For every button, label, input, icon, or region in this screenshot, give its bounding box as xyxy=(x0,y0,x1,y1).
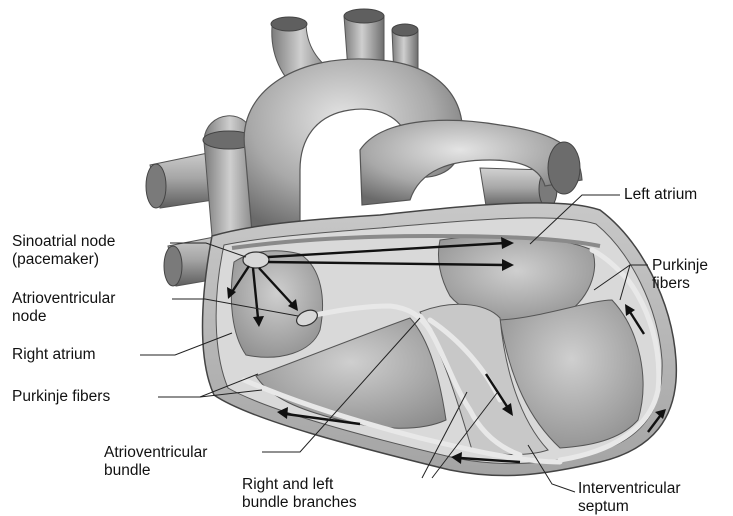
label-purkinje-fibers-right-line1: Purkinje xyxy=(652,257,708,275)
sinoatrial-node xyxy=(243,252,269,268)
label-atrioventricular-bundle-line2: bundle xyxy=(104,462,207,480)
label-purkinje-fibers-right: Purkinje fibers xyxy=(652,257,708,293)
label-interventricular-septum-line1: Interventricular xyxy=(578,480,681,498)
label-atrioventricular-bundle: Atrioventricular bundle xyxy=(104,444,207,480)
label-sinoatrial-node-line2: (pacemaker) xyxy=(12,251,115,269)
label-purkinje-fibers-left-line1: Purkinje fibers xyxy=(12,388,110,406)
label-left-atrium-line1: Left atrium xyxy=(624,186,697,204)
label-right-atrium: Right atrium xyxy=(12,346,96,364)
label-bundle-branches: Right and left bundle branches xyxy=(242,476,357,512)
label-atrioventricular-bundle-line1: Atrioventricular xyxy=(104,444,207,462)
label-sinoatrial-node-line1: Sinoatrial node xyxy=(12,233,115,251)
label-purkinje-fibers-right-line2: fibers xyxy=(652,275,708,293)
label-left-atrium: Left atrium xyxy=(624,186,697,204)
label-atrioventricular-node-line1: Atrioventricular xyxy=(12,290,115,308)
label-bundle-branches-line2: bundle branches xyxy=(242,494,357,512)
label-right-atrium-line1: Right atrium xyxy=(12,346,96,364)
pulmonary-vein-left-upper-opening xyxy=(146,164,166,208)
aortic-branch-3-opening xyxy=(392,24,418,36)
aortic-branch-2-opening xyxy=(344,9,384,23)
pulmonary-vein-left-lower-opening xyxy=(164,246,182,286)
right-atrium-chamber xyxy=(231,251,322,357)
label-bundle-branches-line1: Right and left xyxy=(242,476,357,494)
label-interventricular-septum: Interventricular septum xyxy=(578,480,681,516)
label-sinoatrial-node: Sinoatrial node (pacemaker) xyxy=(12,233,115,269)
label-interventricular-septum-line2: septum xyxy=(578,498,681,516)
label-atrioventricular-node-line2: node xyxy=(12,308,115,326)
aortic-branch-1-opening xyxy=(271,17,307,31)
heart-body xyxy=(203,203,677,476)
pulmonary-trunk-opening xyxy=(548,142,580,194)
label-purkinje-fibers-left: Purkinje fibers xyxy=(12,388,110,406)
label-atrioventricular-node: Atrioventricular node xyxy=(12,290,115,326)
